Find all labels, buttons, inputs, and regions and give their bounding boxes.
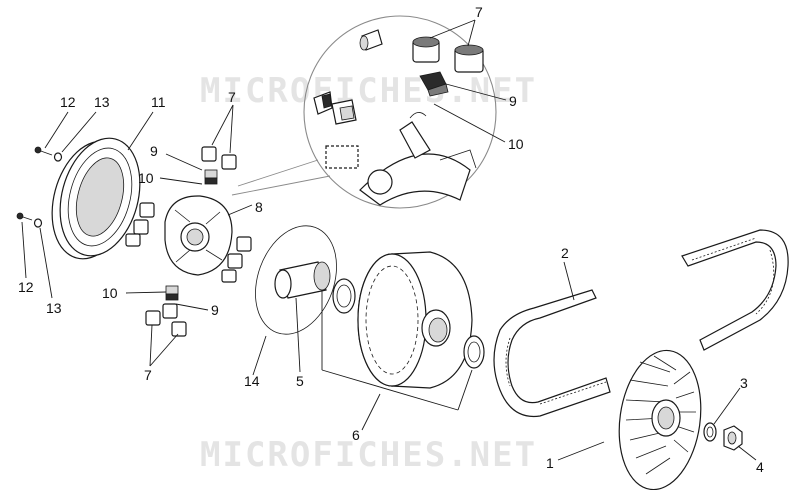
bolt-bottom bbox=[16, 212, 43, 228]
callout-7-mid: 7 bbox=[228, 89, 236, 105]
variator-cover bbox=[51, 137, 141, 260]
detail-inset bbox=[231, 15, 497, 209]
drive-belt bbox=[493, 229, 789, 418]
spacer-ring bbox=[332, 278, 356, 314]
leader-lines bbox=[21, 19, 757, 461]
callout-1: 1 bbox=[546, 455, 554, 471]
o-ring bbox=[255, 225, 337, 335]
callout-12-bottom: 12 bbox=[18, 279, 34, 295]
callout-10-lower: 10 bbox=[102, 285, 118, 301]
nut bbox=[723, 425, 743, 451]
callout-10-inset: 10 bbox=[508, 136, 524, 152]
inset-pulley-section bbox=[325, 112, 477, 206]
callout-4: 4 bbox=[756, 459, 764, 475]
ramp-rollers bbox=[125, 146, 252, 337]
callout-9-lower: 9 bbox=[211, 302, 219, 318]
callout-labels: 7 9 10 12 13 11 7 9 10 8 12 13 10 9 7 14… bbox=[18, 4, 764, 475]
callout-7-bottom: 7 bbox=[144, 367, 152, 383]
inset-slider bbox=[419, 71, 449, 97]
drive-pulley-fan bbox=[618, 349, 702, 490]
callout-9-left: 9 bbox=[150, 143, 158, 159]
callout-11: 11 bbox=[151, 94, 166, 110]
bushing-sleeve bbox=[274, 261, 331, 299]
washer bbox=[703, 422, 717, 442]
callout-13-bottom: 13 bbox=[46, 300, 62, 316]
callout-9-inset: 9 bbox=[509, 93, 517, 109]
watermark-top: MICROFICHES.NET bbox=[200, 71, 537, 111]
callout-13-top: 13 bbox=[94, 94, 110, 110]
callout-5: 5 bbox=[296, 373, 304, 389]
callout-10-left: 10 bbox=[138, 170, 154, 186]
inset-roller-small bbox=[359, 29, 383, 51]
thrust-washer bbox=[463, 335, 485, 369]
callout-14: 14 bbox=[244, 373, 260, 389]
inset-guide-left bbox=[313, 91, 357, 125]
watermark-bottom: MICROFICHES.NET bbox=[200, 435, 537, 475]
callout-7-inset: 7 bbox=[475, 4, 483, 20]
driven-pulley bbox=[357, 251, 473, 389]
callout-2: 2 bbox=[561, 245, 569, 261]
bolt-top bbox=[34, 146, 63, 162]
ramp-plate bbox=[164, 195, 233, 276]
callout-6: 6 bbox=[352, 427, 360, 443]
callout-3: 3 bbox=[740, 375, 748, 391]
callout-12-top: 12 bbox=[60, 94, 76, 110]
callout-8: 8 bbox=[255, 199, 263, 215]
inset-roller-pair bbox=[412, 36, 484, 73]
